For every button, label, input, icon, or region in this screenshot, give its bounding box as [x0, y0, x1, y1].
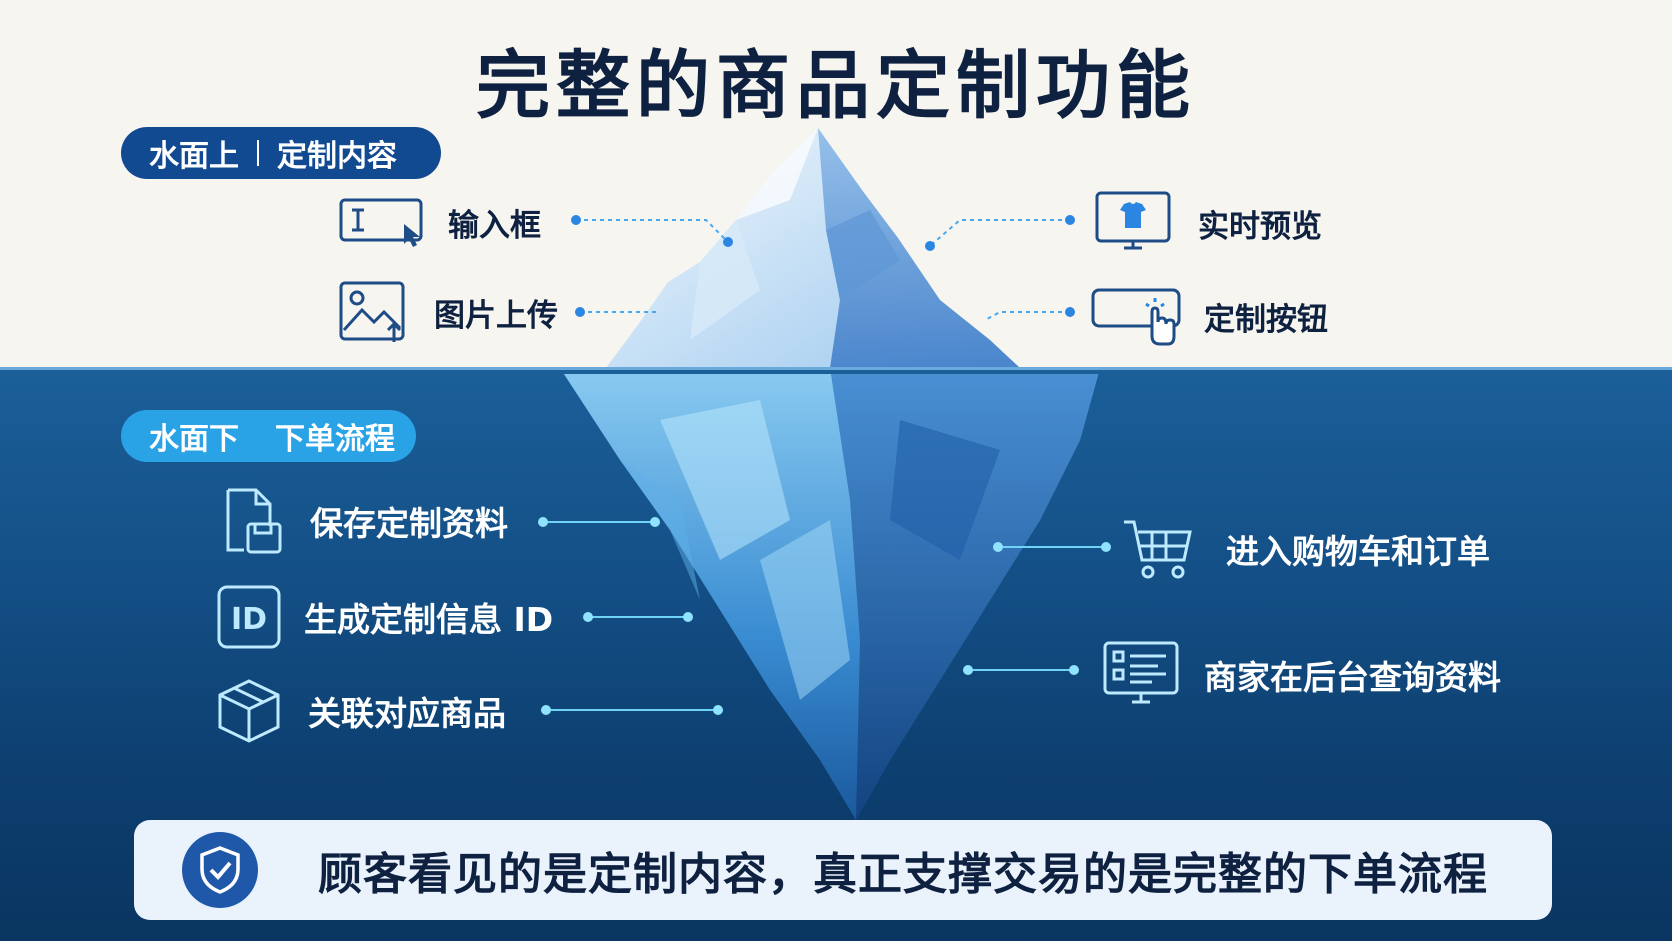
page-title: 完整的商品定制功能: [476, 43, 1196, 129]
process-label: 进入购物车和订单: [1226, 532, 1490, 571]
process-save-data: 保存定制资料: [224, 486, 508, 556]
feature-input-box: 输入框: [338, 194, 541, 250]
process-admin-lookup: 商家在后台查询资料: [1102, 640, 1501, 710]
process-generate-id: ID 生成定制信息 ID: [216, 584, 553, 650]
tag-divider: [257, 140, 259, 166]
box-icon: [216, 678, 282, 744]
process-label: 保存定制资料: [310, 504, 508, 543]
tag-above-right: 定制内容: [277, 139, 397, 174]
save-file-icon: [224, 486, 284, 556]
section-tag-below-water: 水面下 下单流程: [121, 410, 416, 462]
water-surface-line: [0, 367, 1672, 374]
section-tag-above-water: 水面上 定制内容: [121, 127, 441, 179]
process-link-product: 关联对应商品: [216, 678, 506, 744]
tag-above-left: 水面上: [149, 139, 239, 174]
admin-monitor-icon: [1102, 640, 1180, 710]
button-click-icon: [1090, 284, 1182, 348]
summary-text: 顾客看见的是定制内容，真正支撑交易的是完整的下单流程: [318, 849, 1488, 900]
svg-text:ID: ID: [231, 602, 267, 637]
shopping-cart-icon: [1122, 516, 1194, 582]
feature-live-preview: 实时预览: [1094, 190, 1322, 256]
feature-label: 图片上传: [434, 297, 558, 334]
image-upload-icon: [338, 280, 408, 344]
feature-label: 输入框: [448, 207, 541, 244]
tag-below-left: 水面下: [149, 422, 239, 457]
process-cart-order: 进入购物车和订单: [1122, 516, 1490, 582]
shield-check-icon: [182, 832, 258, 908]
summary-banner: 顾客看见的是定制内容，真正支撑交易的是完整的下单流程: [134, 820, 1552, 920]
feature-image-upload: 图片上传: [338, 280, 558, 344]
text-input-icon: [338, 194, 428, 250]
process-label: 商家在后台查询资料: [1204, 658, 1501, 697]
monitor-shirt-icon: [1094, 190, 1172, 256]
feature-label: 实时预览: [1198, 208, 1322, 245]
tag-below-right: 下单流程: [275, 422, 395, 457]
process-label: 关联对应商品: [308, 694, 506, 733]
id-badge-icon: ID: [216, 584, 282, 650]
feature-customize-button: 定制按钮: [1090, 284, 1328, 348]
feature-label: 定制按钮: [1204, 301, 1328, 338]
process-label: 生成定制信息 ID: [304, 600, 554, 639]
